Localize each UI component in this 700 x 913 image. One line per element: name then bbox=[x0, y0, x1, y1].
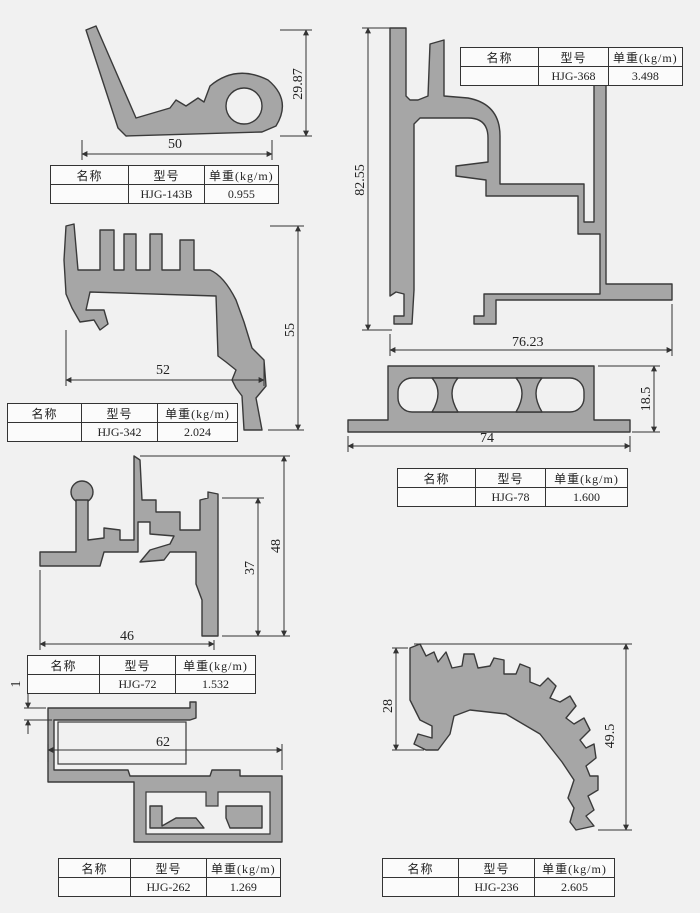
hdr-model: 型号 bbox=[81, 403, 158, 423]
dim-368-width: 76.23 bbox=[512, 335, 544, 350]
profile-outline bbox=[431, 377, 459, 413]
hdr-name: 名称 bbox=[58, 858, 131, 878]
dim-72-inner-height: 37 bbox=[243, 561, 258, 575]
cell-weight: 1.532 bbox=[175, 674, 256, 694]
profile-outline bbox=[389, 27, 673, 325]
hdr-weight: 单重(kg/m) bbox=[157, 403, 238, 423]
dim-262-width: 62 bbox=[156, 735, 170, 750]
hdr-weight: 单重(kg/m) bbox=[608, 47, 683, 67]
hdr-model: 型号 bbox=[475, 468, 546, 488]
hdr-model: 型号 bbox=[458, 858, 535, 878]
profile-outline bbox=[149, 805, 205, 829]
hdr-weight: 单重(kg/m) bbox=[545, 468, 628, 488]
dim-72-height: 48 bbox=[269, 539, 284, 553]
profile-hjg-262: 1 62 bbox=[9, 681, 283, 843]
profile-hjg-143b: 50 29.87 bbox=[81, 25, 312, 160]
cell-name bbox=[58, 877, 131, 897]
hdr-model: 型号 bbox=[130, 858, 207, 878]
cell-model: HJG-342 bbox=[81, 422, 158, 442]
cell-model: HJG-72 bbox=[99, 674, 176, 694]
cell-model: HJG-78 bbox=[475, 487, 546, 507]
profile-hjg-72: 46 37 48 bbox=[39, 455, 290, 650]
profile-hjg-236: 28 49.5 bbox=[381, 643, 632, 831]
dim-143b-height: 29.87 bbox=[291, 68, 306, 100]
cell-name bbox=[397, 487, 476, 507]
cell-weight: 2.605 bbox=[534, 877, 615, 897]
dim-342-width: 52 bbox=[156, 363, 170, 378]
dim-368-height: 82.55 bbox=[353, 164, 368, 196]
profile-hjg-78: 18.5 74 bbox=[347, 365, 660, 452]
profile-outline bbox=[409, 643, 599, 831]
profile-outline bbox=[515, 377, 543, 413]
profile-outline bbox=[39, 455, 219, 637]
dim-342-height: 55 bbox=[283, 323, 298, 337]
cell-weight: 0.955 bbox=[204, 184, 279, 204]
hdr-model: 型号 bbox=[128, 165, 205, 185]
hdr-name: 名称 bbox=[27, 655, 100, 675]
dim-78-height: 18.5 bbox=[639, 387, 654, 412]
cell-name bbox=[460, 66, 539, 86]
cell-model: HJG-262 bbox=[130, 877, 207, 897]
dim-78-width: 74 bbox=[480, 431, 494, 446]
hdr-weight: 单重(kg/m) bbox=[206, 858, 281, 878]
hdr-name: 名称 bbox=[397, 468, 476, 488]
cell-model: HJG-236 bbox=[458, 877, 535, 897]
cell-model: HJG-143B bbox=[128, 184, 205, 204]
hdr-name: 名称 bbox=[460, 47, 539, 67]
dim-236-overall: 49.5 bbox=[603, 724, 618, 749]
cell-name bbox=[382, 877, 459, 897]
hdr-weight: 单重(kg/m) bbox=[534, 858, 615, 878]
hdr-weight: 单重(kg/m) bbox=[175, 655, 256, 675]
cell-weight: 2.024 bbox=[157, 422, 238, 442]
cell-weight: 3.498 bbox=[608, 66, 683, 86]
cell-weight: 1.269 bbox=[206, 877, 281, 897]
dim-262-wall: 1 bbox=[9, 681, 24, 688]
dim-143b-width: 50 bbox=[168, 137, 182, 152]
hdr-weight: 单重(kg/m) bbox=[204, 165, 279, 185]
hdr-name: 名称 bbox=[382, 858, 459, 878]
profile-outline bbox=[63, 223, 267, 431]
cell-name bbox=[27, 674, 100, 694]
cell-model: HJG-368 bbox=[538, 66, 609, 86]
cell-name bbox=[50, 184, 129, 204]
hdr-model: 型号 bbox=[538, 47, 609, 67]
dim-72-width: 46 bbox=[120, 629, 134, 644]
cell-weight: 1.600 bbox=[545, 487, 628, 507]
profile-hjg-342: 52 55 bbox=[63, 223, 304, 431]
profile-outline bbox=[225, 805, 263, 829]
dim-236-height: 28 bbox=[381, 699, 396, 713]
hdr-name: 名称 bbox=[50, 165, 129, 185]
profile-hjg-368: 82.55 76.23 bbox=[353, 27, 673, 356]
hdr-name: 名称 bbox=[7, 403, 82, 423]
hdr-model: 型号 bbox=[99, 655, 176, 675]
cell-name bbox=[7, 422, 82, 442]
